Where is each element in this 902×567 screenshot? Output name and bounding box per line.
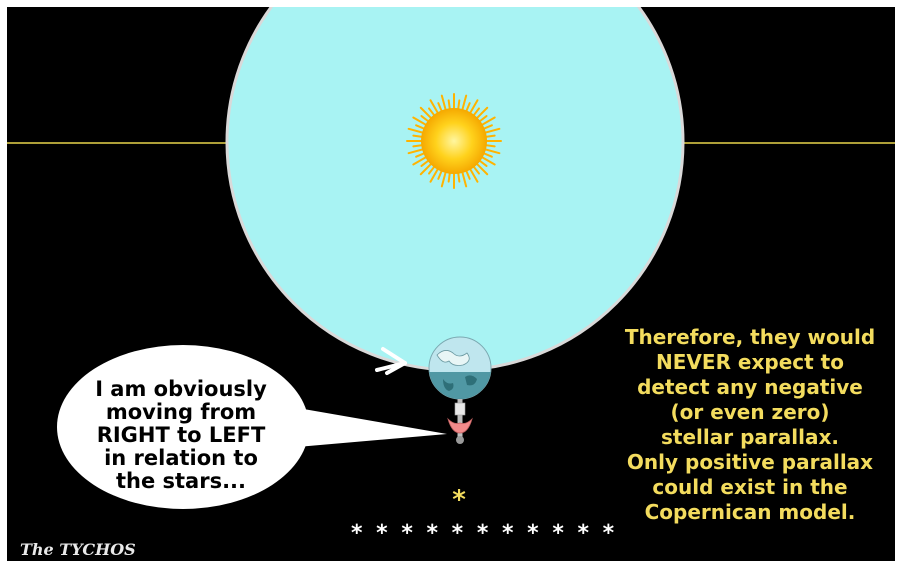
sun-orbit-circle	[227, 7, 683, 370]
caption-line: Only positive parallax	[605, 450, 895, 475]
caption-line: Copernican model.	[605, 500, 895, 525]
near-star-icon: *	[447, 485, 471, 515]
sun-icon	[407, 94, 501, 188]
diagram-canvas: I am obviously moving from RIGHT to LEFT…	[7, 7, 895, 561]
watermark-logo: The TYCHOS	[20, 540, 136, 559]
caption-text: Therefore, they would NEVER expect to de…	[605, 325, 895, 525]
speech-line: in relation to	[63, 447, 299, 470]
caption-line: (or even zero)	[605, 400, 895, 425]
observer-figure-icon	[448, 399, 472, 444]
background-stars-row: * * * * * * * * * * *	[351, 521, 571, 546]
speech-line: the stars...	[63, 470, 299, 493]
speech-line: moving from	[63, 401, 299, 424]
speech-line: RIGHT to LEFT	[63, 424, 299, 447]
speech-bubble-text: I am obviously moving from RIGHT to LEFT…	[63, 378, 299, 493]
caption-line: Therefore, they would	[605, 325, 895, 350]
caption-line: stellar parallax.	[605, 425, 895, 450]
caption-line: detect any negative	[605, 375, 895, 400]
caption-line: NEVER expect to	[605, 350, 895, 375]
caption-line: could exist in the	[605, 475, 895, 500]
speech-line: I am obviously	[63, 378, 299, 401]
